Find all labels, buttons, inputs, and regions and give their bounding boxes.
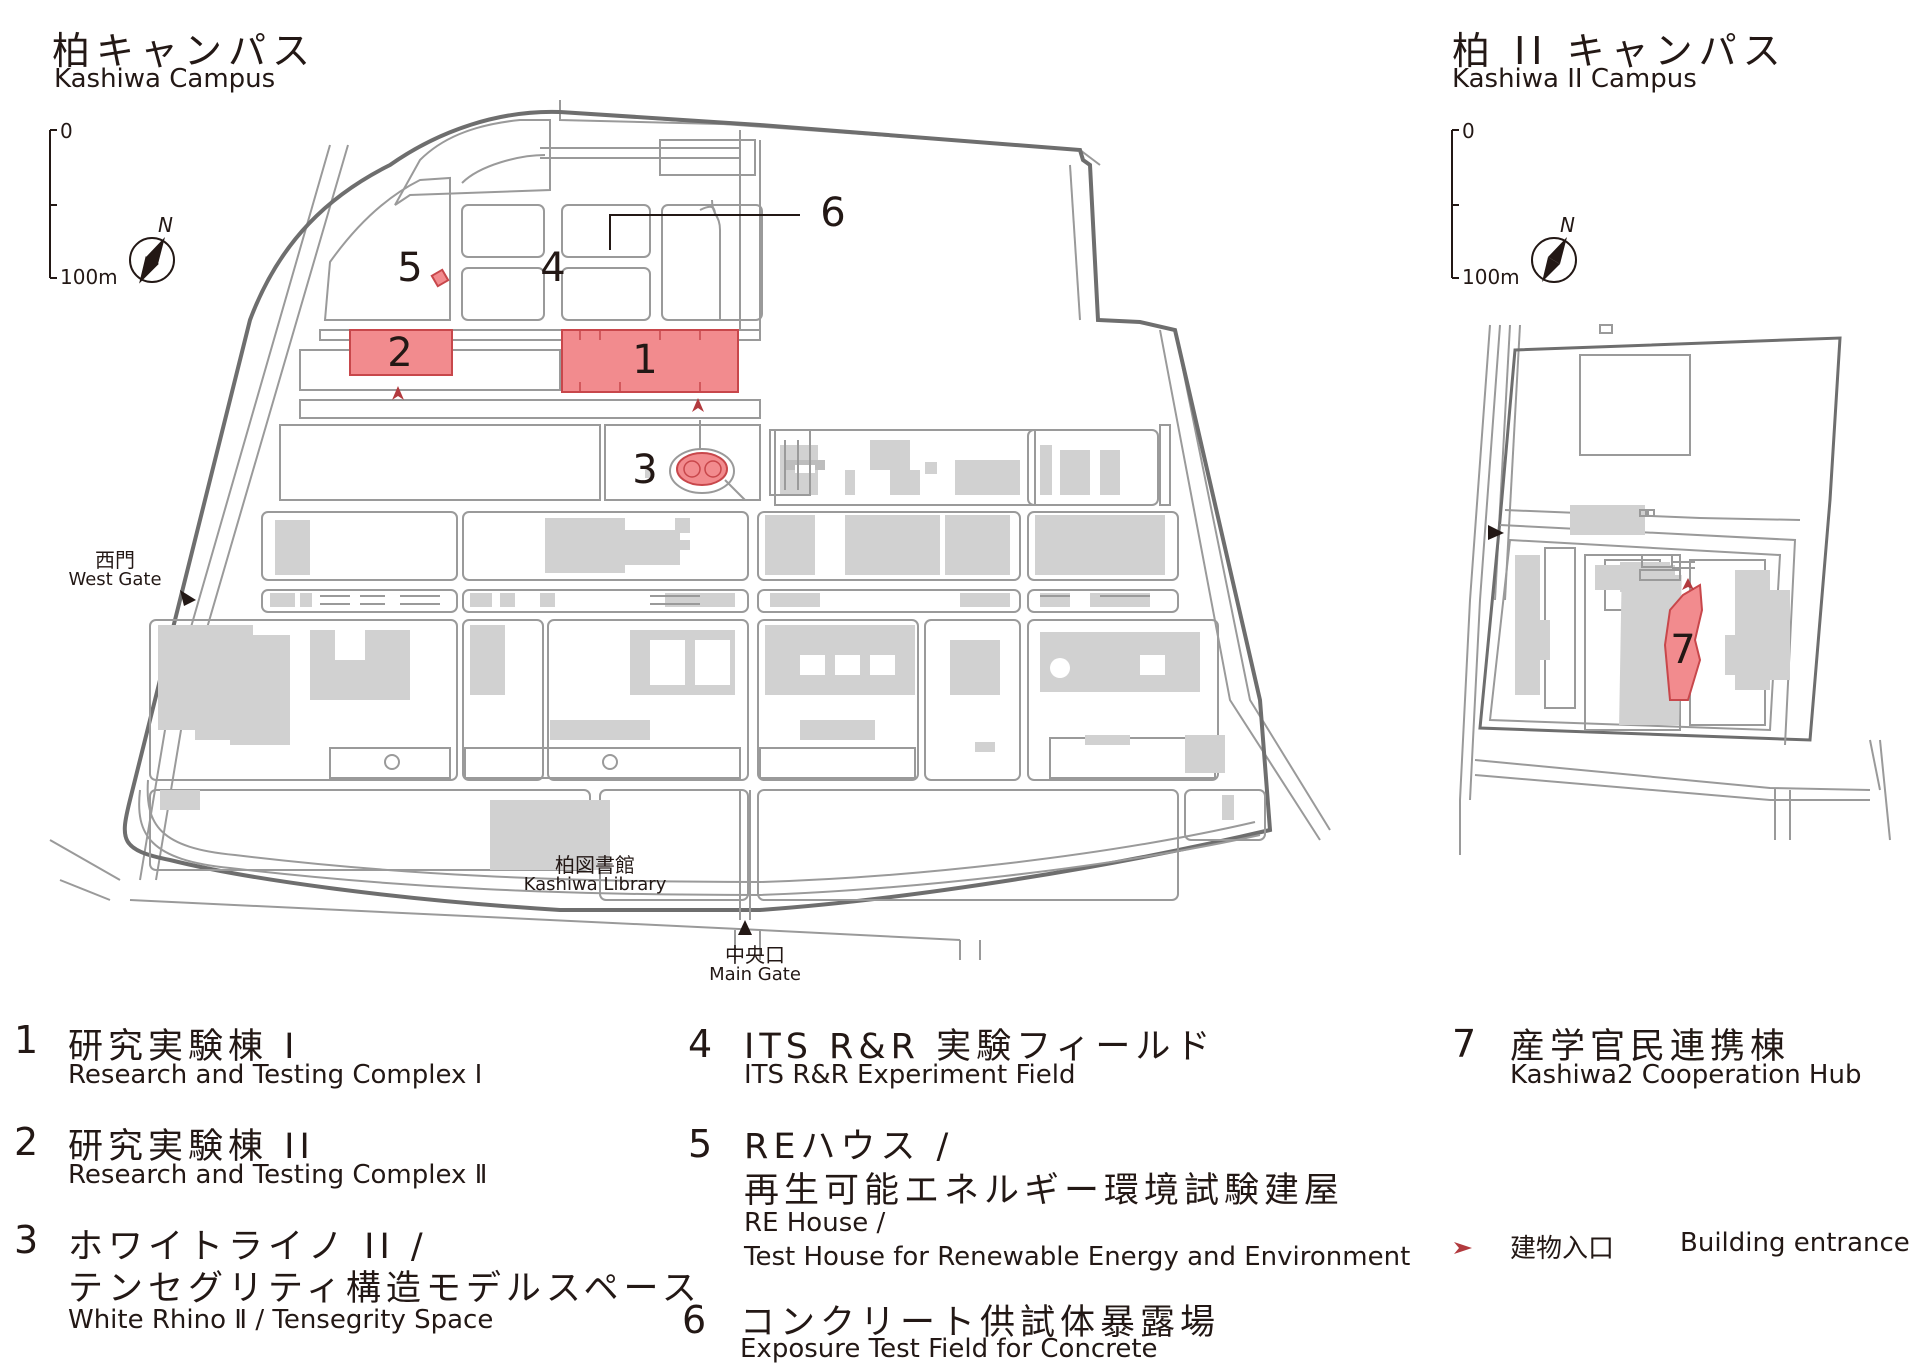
north-arrow-icon-2 [1531,237,1577,283]
legend-ja-6: コンクリート供試体暴露場 [740,1303,1221,1343]
campus-boundary [122,109,1273,912]
scale-bar [49,129,57,279]
kashiwa2-gate-arrow [1488,525,1504,540]
marker-6: 6 [820,190,845,236]
building-5 [430,268,450,288]
north-arrow-icon [129,237,175,284]
marker-5: 5 [397,245,422,291]
main-gate-ja: 中央口 [725,943,785,967]
legend-en-3: White Rhino Ⅱ / Tensegrity Space [68,1305,494,1335]
scale-100m: 100m [60,265,118,289]
legend-ja-5b: 再生可能エネルギー環境試験建屋 [744,1171,1345,1211]
kashiwa2-campus-map: 0 100m N [1451,119,1891,855]
legend-ja-7: 産学官民連携棟 [1510,1027,1791,1067]
north-label-2: N [1560,213,1575,237]
legend-num-3: 3 [14,1218,39,1262]
entrance-legend-ja: 建物入口 [1510,1234,1615,1264]
legend-en-5a: RE House / [744,1208,886,1238]
marker-1: 1 [632,337,657,383]
kashiwa2-title-ja: 柏 II キャンパス [1452,29,1787,73]
legend-ja-3a: ホワイトライノ II / [68,1227,428,1267]
marker-3: 3 [632,447,657,493]
legend-en-2: Research and Testing Complex Ⅱ [68,1160,488,1190]
legend-ja-5a: REハウス / [744,1127,954,1167]
library-en: Kashiwa Library [523,874,667,895]
scale-100m-2: 100m [1462,265,1520,289]
legend-ja-3b: テンセグリティ構造モデルスペース [68,1269,702,1309]
kashiwa-title-en: Kashiwa Campus [54,64,276,94]
building-2 [349,329,453,376]
entrance-legend-en: Building entrance [1680,1228,1910,1258]
kashiwa-campus-map: 1 2 3 4 5 6 0 100m N [49,100,1331,960]
building-7 [1663,583,1704,701]
kashiwa2-title-en: Kashiwa II Campus [1452,64,1697,94]
legend-num-1: 1 [14,1018,39,1062]
legend-num-2: 2 [14,1120,39,1164]
legend-num-7: 7 [1452,1022,1477,1066]
legend-ja-1: 研究実験棟 I [68,1027,300,1067]
scale-zero-2: 0 [1462,119,1475,143]
main-gate-en: Main Gate [709,964,801,985]
legend-en-1: Research and Testing Complex Ⅰ [68,1060,483,1090]
main-gate-arrow [738,920,752,935]
marker-7: 7 [1670,627,1695,673]
west-gate-arrow [180,590,196,606]
scale-bar-2 [1451,129,1459,279]
north-label: N [158,213,173,237]
west-gate-en: West Gate [68,569,162,590]
marker-4: 4 [540,245,565,291]
marker-2: 2 [387,330,412,376]
legend-en-4: ITS R&R Experiment Field [744,1060,1076,1090]
entrance-arrow-7 [1682,578,1694,590]
library-ja: 柏図書館 [555,853,635,877]
legend-num-4: 4 [688,1022,713,1066]
kashiwa-title-ja: 柏キャンパス [52,29,317,73]
entrance-legend-icon [1454,1242,1472,1254]
legend-en-7: Kashiwa2 Cooperation Hub [1510,1060,1862,1090]
legend-en-5b: Test House for Renewable Energy and Envi… [744,1242,1411,1272]
scale-zero: 0 [60,119,73,143]
west-gate-ja: 西門 [95,548,135,572]
legend-ja-4: ITS R&R 実験フィールド [744,1027,1216,1067]
building-1 [561,329,739,393]
legend-num-5: 5 [688,1122,713,1166]
legend-ja-2: 研究実験棟 II [68,1127,315,1167]
entrance-arrow-2 [392,386,404,400]
legend-num-6: 6 [682,1298,707,1342]
entrance-arrow-1 [692,398,704,412]
legend-en-6: Exposure Test Field for Concrete [740,1334,1158,1364]
